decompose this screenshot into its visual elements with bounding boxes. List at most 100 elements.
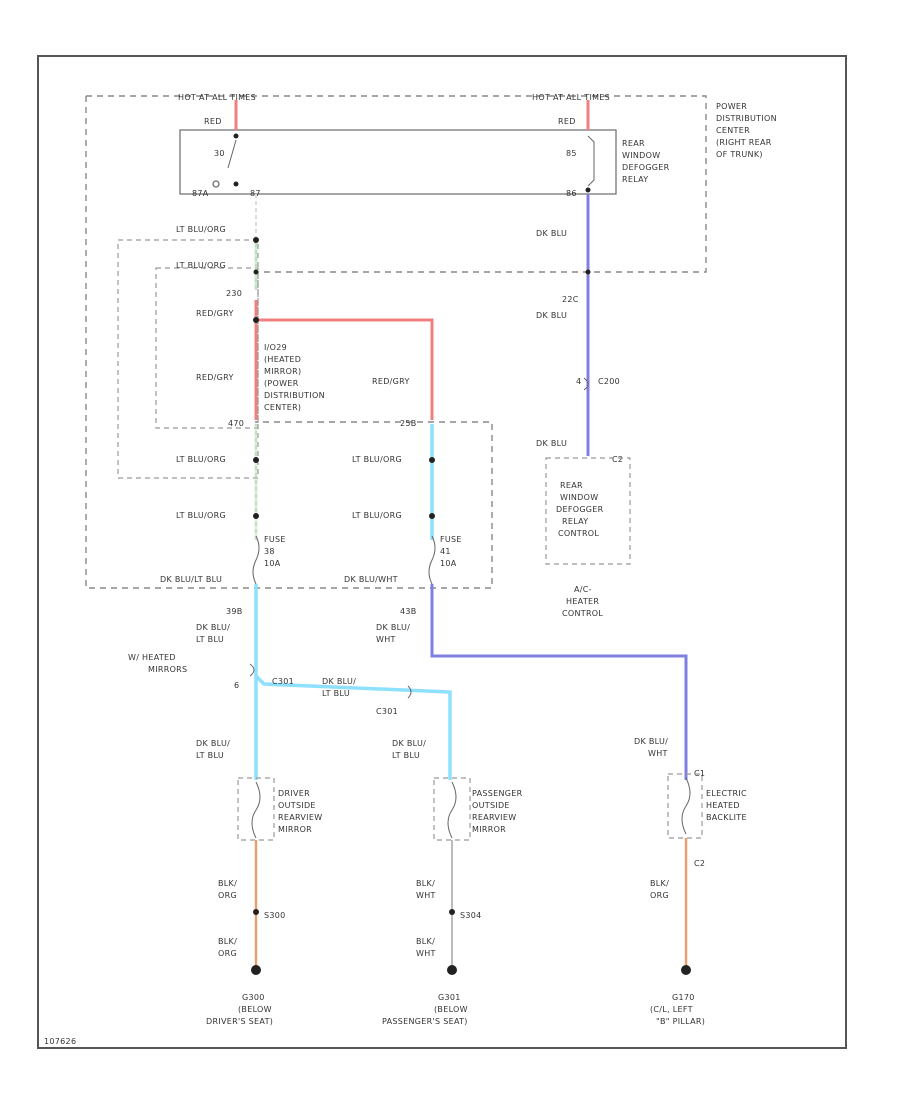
g301-2: (BELOW [434, 1005, 468, 1014]
driver-1: DRIVER [278, 789, 310, 798]
control-box [545, 457, 631, 565]
relay-name-3: DEFOGGER [622, 163, 670, 172]
pdc-sub-1: I/O29 [264, 343, 287, 352]
dk-blu-wht-run [430, 584, 688, 780]
blk-org-1b: ORG [218, 891, 237, 900]
fuse-right-3: 10A [440, 559, 457, 568]
passenger-wire-2: LT BLU [392, 751, 420, 760]
dk-blu-3: DK BLU [536, 439, 567, 448]
hvac-3: CONTROL [562, 609, 603, 618]
driver-mirror-box [237, 777, 275, 841]
relay-switch-arm [227, 139, 237, 169]
pdc-title-4: (RIGHT REAR [716, 138, 772, 147]
pdc-bottom-left-pin: DK BLU/LT BLU [160, 575, 222, 584]
dk-blu-1: DK BLU [536, 229, 567, 238]
relay-box [179, 129, 617, 195]
driver-wire-2: LT BLU [196, 751, 224, 760]
blk-org-3b: ORG [650, 891, 669, 900]
dk-blu-lt-blu-mid-2: LT BLU [322, 689, 350, 698]
relay-pin-87: 87 [250, 189, 261, 198]
heated-mirrors-2: MIRRORS [148, 665, 187, 674]
lt-blu-org-4: LT BLU/ORG [352, 455, 402, 464]
control-1: REAR [560, 481, 583, 490]
red-gry-3: RED/GRY [372, 377, 410, 386]
right-lower-node-1 [429, 457, 435, 463]
g301-3: PASSENGER'S SEAT) [382, 1017, 468, 1026]
c200: C200 [598, 377, 620, 386]
relay-right-red: RED [558, 117, 576, 126]
left-node-2 [253, 269, 259, 275]
pdc-sub-2: (HEATED [264, 355, 301, 364]
c301-connector-right [407, 685, 412, 699]
passenger-wire-1: DK BLU/ [392, 739, 426, 748]
control-5: CONTROL [558, 529, 599, 538]
relay-no-contact [233, 181, 239, 187]
control-2: WINDOW [560, 493, 598, 502]
backlite-wire-1: DK BLU/ [634, 737, 668, 746]
relay-coil-node [585, 187, 591, 193]
heated-mirrors-1: W/ HEATED [128, 653, 176, 662]
left-pin-470: 470 [228, 419, 244, 428]
dk-blu-wht-a1: DK BLU/ [376, 623, 410, 632]
s-39b: 39B [226, 607, 243, 616]
diagram-id: 107626 [44, 1037, 76, 1046]
blk-wht-2b: WHT [416, 949, 436, 958]
driver-4: MIRROR [278, 825, 312, 834]
diagram-frame [37, 55, 847, 1049]
left-lower-node-2 [253, 513, 259, 519]
left-node-1 [253, 237, 259, 243]
red-gry-2: RED/GRY [196, 373, 234, 382]
g301-1: G301 [438, 993, 461, 1002]
c200-connector [583, 377, 589, 391]
passenger-3: REARVIEW [472, 813, 516, 822]
control-4: RELAY [562, 517, 589, 526]
dk-blu-2: DK BLU [536, 311, 567, 320]
red-gry-1: RED/GRY [196, 309, 234, 318]
pdc-outline [86, 95, 707, 273]
driver-3: REARVIEW [278, 813, 322, 822]
left-lower-node-1 [253, 457, 259, 463]
backlite-1: ELECTRIC [706, 789, 747, 798]
driver-2: OUTSIDE [278, 801, 316, 810]
c301-b: C301 [376, 707, 398, 716]
right-lower-node-2 [429, 513, 435, 519]
dk-blu-lt-blu-mid-1: DK BLU/ [322, 677, 356, 686]
backlite-element [681, 777, 691, 835]
s-43b: 43B [400, 607, 417, 616]
passenger-mirror-element [447, 781, 457, 839]
fuse-left-3: 10A [264, 559, 281, 568]
g300-3: DRIVER'S SEAT) [206, 1017, 273, 1026]
fuse-right-symbol [428, 535, 436, 585]
red-gry-node [253, 317, 259, 323]
s304-node [449, 909, 455, 915]
lt-blu-org-6: LT BLU/ORG [352, 511, 402, 520]
pdc-bottom-right-pin: DK BLU/WHT [344, 575, 398, 584]
backlite-box [667, 773, 703, 839]
left-c230: 230 [226, 289, 242, 298]
backlite-3: BACKLITE [706, 813, 747, 822]
passenger-4: MIRROR [472, 825, 506, 834]
fuse-left-1: FUSE [264, 535, 286, 544]
blk-org-2b: ORG [218, 949, 237, 958]
pdc-title-5: OF TRUNK) [716, 150, 763, 159]
pdc-title-3: CENTER [716, 126, 750, 135]
lt-blu-org-3: LT BLU/ORG [176, 455, 226, 464]
dk-blu-lt-blu-run [254, 584, 452, 780]
blk-wht-1b: WHT [416, 891, 436, 900]
c-22c: 22C [562, 295, 579, 304]
pdc-sub-4: (POWER [264, 379, 299, 388]
driver-mirror-element [251, 781, 261, 839]
backlite-2: HEATED [706, 801, 740, 810]
driver-wire-1: DK BLU/ [196, 739, 230, 748]
dk-blu-lt-blu-a1: DK BLU/ [196, 623, 230, 632]
dk-blu-lt-blu-a2: LT BLU [196, 635, 224, 644]
ground-g170 [681, 965, 691, 975]
ground-g301 [447, 965, 457, 975]
relay-name-2: WINDOW [622, 151, 660, 160]
hvac-1: A/C- [574, 585, 592, 594]
pdc-title-2: DISTRIBUTION [716, 114, 777, 123]
pdc-sub-3: MIRROR) [264, 367, 301, 376]
relay-nc-contact [212, 180, 220, 188]
fuse-left-2: 38 [264, 547, 275, 556]
